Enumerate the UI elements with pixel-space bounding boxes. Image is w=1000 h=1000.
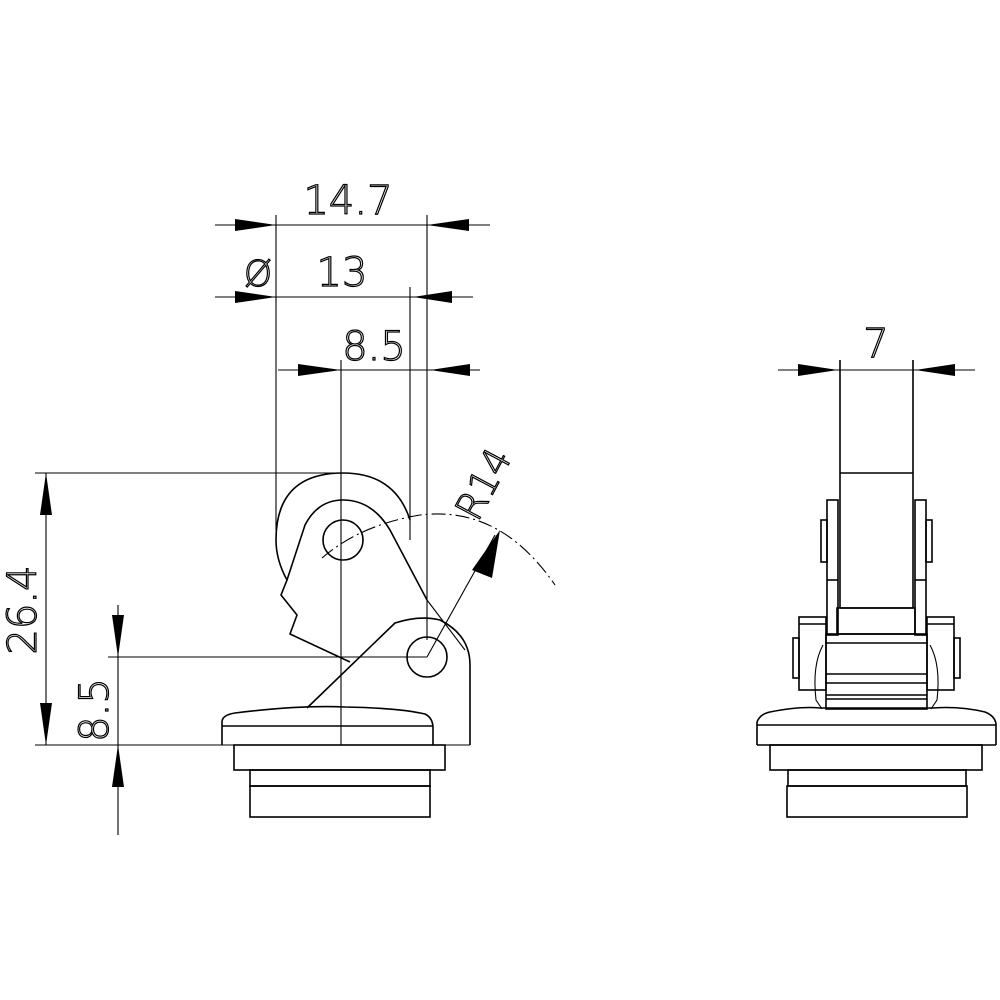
dim-total-height: 26.4 bbox=[0, 472, 470, 746]
dim-lever-radius: R14 bbox=[321, 440, 556, 658]
roller-front bbox=[839, 360, 914, 609]
dim-roller-width: 7 bbox=[778, 320, 975, 376]
fork-front bbox=[820, 499, 933, 636]
lever-arm bbox=[275, 539, 471, 745]
dim-label-14-7: 14.7 bbox=[303, 178, 392, 224]
roller-side bbox=[275, 472, 428, 601]
dim-label-8-5-vertical: 8.5 bbox=[72, 678, 118, 742]
side-view: 14.7 Ø 13 8.5 26.4 bbox=[0, 177, 556, 835]
pivot-block-front bbox=[792, 616, 961, 710]
dim-label-26-4: 26.4 bbox=[0, 565, 46, 654]
diameter-symbol: Ø bbox=[244, 254, 272, 295]
dim-label-r14: R14 bbox=[447, 441, 521, 528]
dim-pivot-height: 8.5 bbox=[71, 605, 427, 835]
housing-front bbox=[756, 706, 997, 818]
dim-roller-diameter: Ø 13 bbox=[215, 249, 473, 540]
dim-label-13: 13 bbox=[317, 250, 368, 296]
dim-axis-offset: 8.5 bbox=[278, 323, 480, 745]
front-view: 7 bbox=[756, 320, 997, 818]
dim-label-7: 7 bbox=[863, 321, 888, 367]
lever-pivot-hole bbox=[406, 636, 448, 678]
roller-axle-hole bbox=[322, 519, 364, 561]
dim-overall-width: 14.7 bbox=[215, 177, 490, 640]
housing-side bbox=[221, 705, 446, 818]
dim-label-8-5-horizontal: 8.5 bbox=[342, 324, 406, 370]
